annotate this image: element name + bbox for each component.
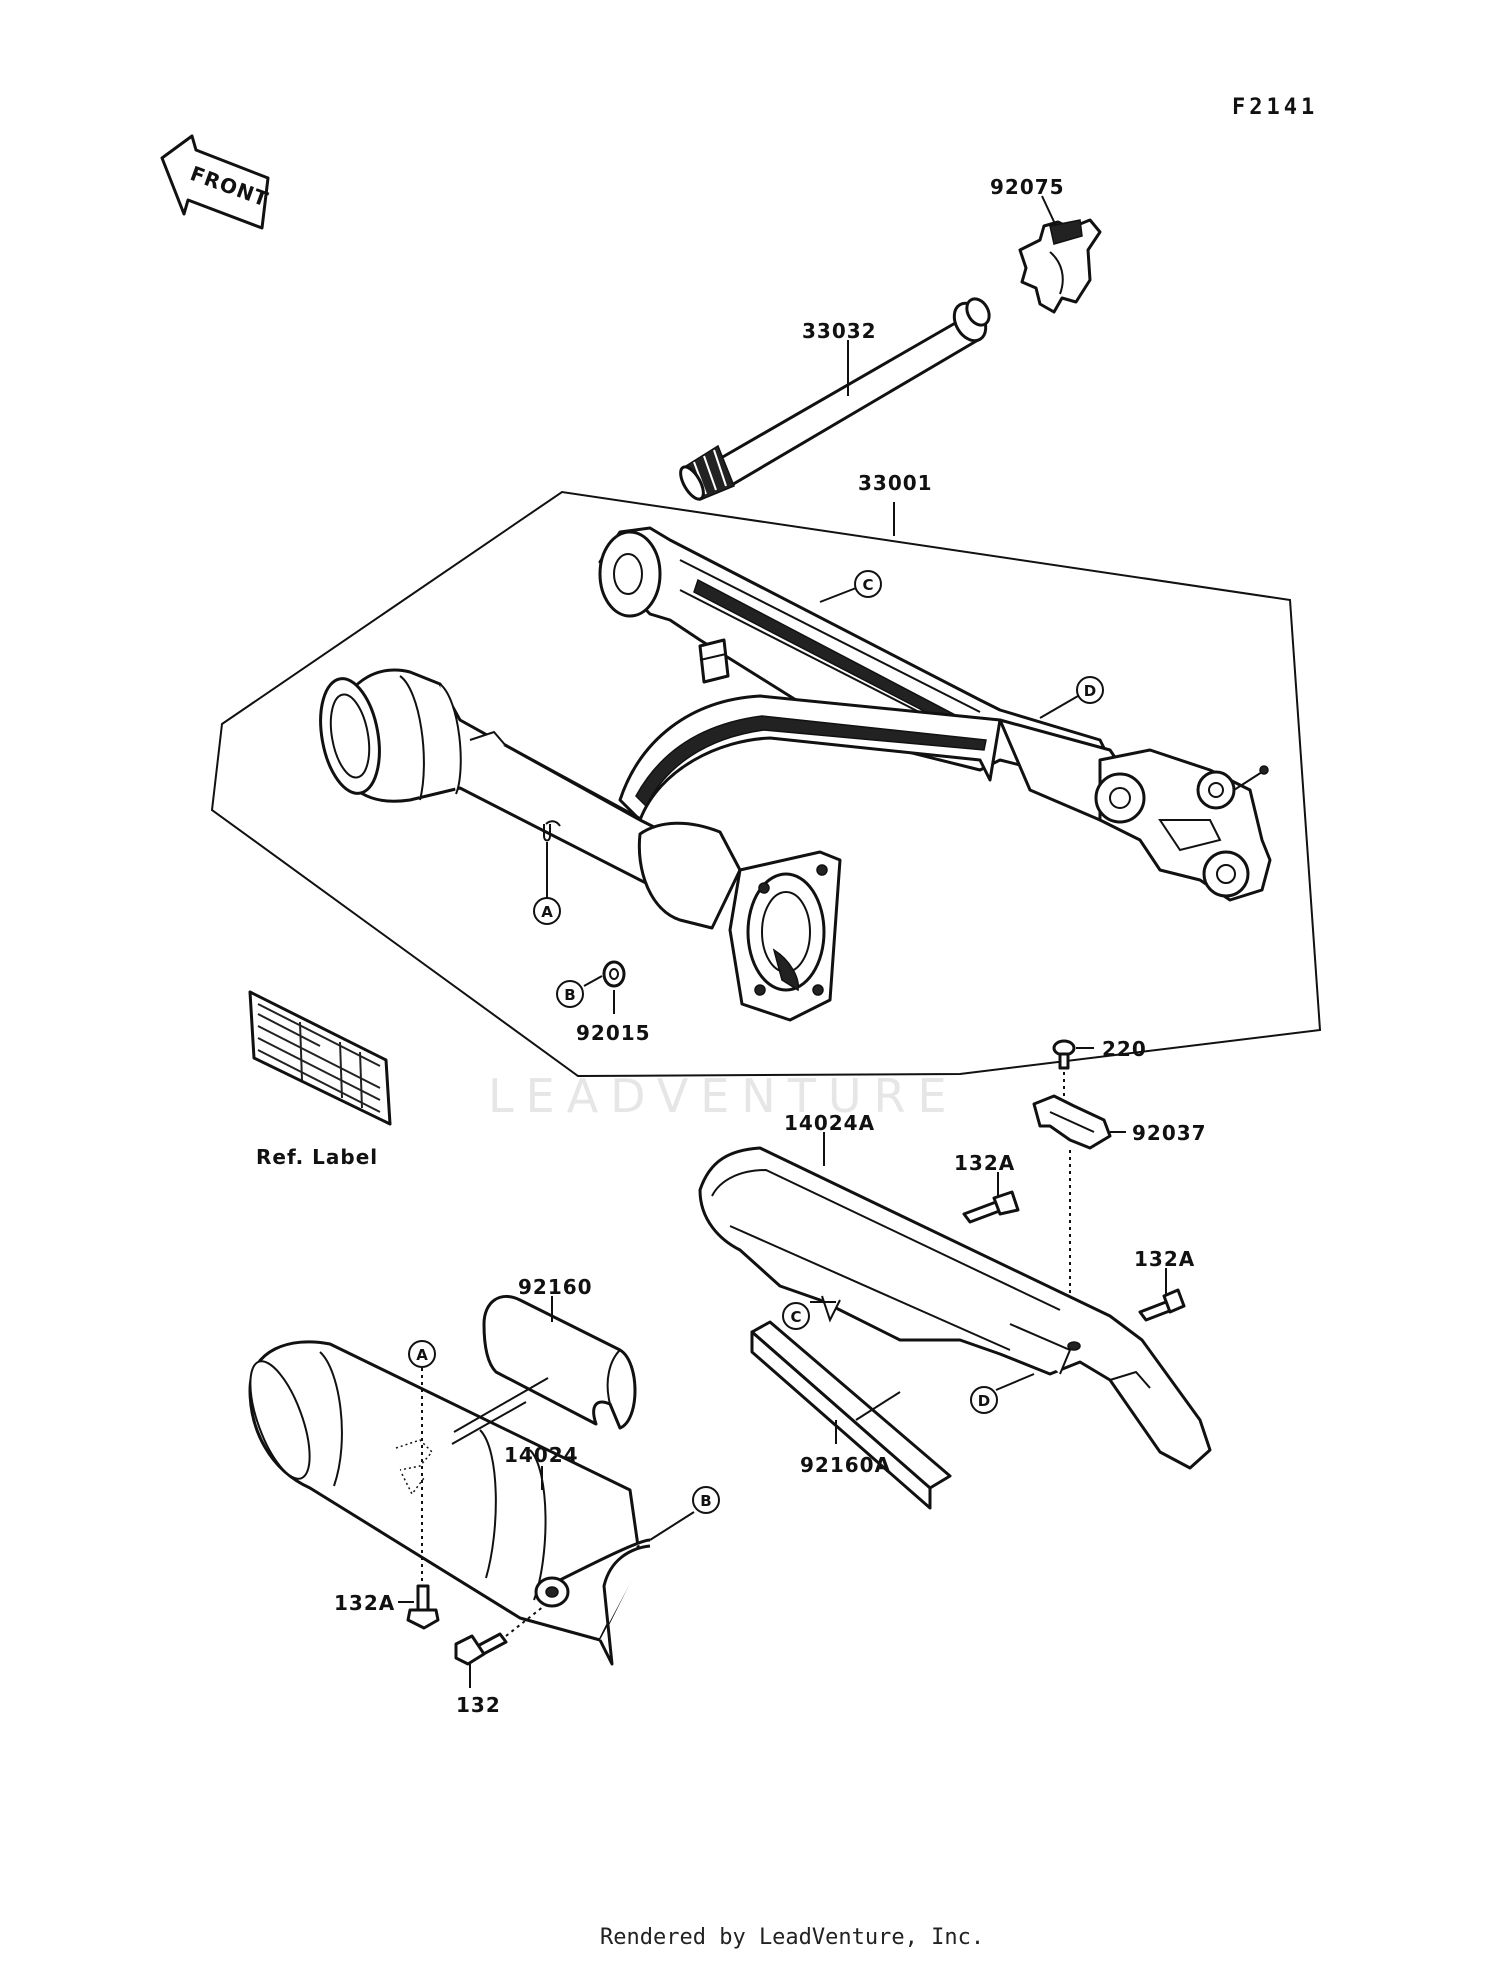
tube-cover-14024 bbox=[248, 1340, 651, 1666]
svg-text:A: A bbox=[416, 1346, 428, 1364]
svg-text:C: C bbox=[862, 576, 873, 594]
chain-guard-14024A bbox=[698, 1146, 1212, 1470]
bolt-132A-guard-right bbox=[1138, 1288, 1186, 1322]
callout-b-upper: B bbox=[556, 975, 603, 1008]
part-label-92160A: 92160A bbox=[800, 1453, 891, 1477]
pivot-shaft-33032 bbox=[679, 297, 991, 501]
part-label-33001: 33001 bbox=[858, 471, 933, 495]
ref-label-caption: Ref. Label bbox=[256, 1145, 378, 1169]
part-label-220: 220 bbox=[1102, 1037, 1147, 1061]
leader-92160A-a bbox=[855, 1391, 901, 1421]
callout-a-lower: A bbox=[408, 1340, 436, 1584]
callout-d-lower: D bbox=[970, 1373, 1035, 1414]
part-label-92160: 92160 bbox=[518, 1275, 593, 1299]
svg-text:B: B bbox=[564, 986, 575, 1004]
callout-c-upper: C bbox=[819, 570, 882, 603]
front-arrow-icon: FRONT bbox=[160, 134, 272, 230]
bolt-132A-guard-left bbox=[962, 1190, 1020, 1224]
callout-b-lower: B bbox=[649, 1486, 720, 1541]
bolt-132A-bottom bbox=[406, 1584, 440, 1630]
sprocket-92075 bbox=[1018, 218, 1102, 314]
callout-c-lower: C bbox=[782, 1301, 836, 1330]
bolt-132-bottom bbox=[454, 1632, 508, 1666]
part-label-33032: 33032 bbox=[802, 319, 877, 343]
svg-text:D: D bbox=[1084, 682, 1096, 700]
sleeve-92160 bbox=[482, 1294, 637, 1430]
svg-text:C: C bbox=[790, 1308, 801, 1326]
leader-14024-a bbox=[451, 1401, 527, 1445]
part-label-92037: 92037 bbox=[1132, 1121, 1207, 1145]
leader-92075 bbox=[1041, 195, 1057, 227]
svg-text:B: B bbox=[700, 1492, 711, 1510]
svg-text:D: D bbox=[978, 1392, 990, 1410]
part-label-132A-bottom: 132A bbox=[334, 1591, 395, 1615]
pad-92160A bbox=[750, 1320, 952, 1510]
part-label-132-bottom: 132 bbox=[456, 1693, 501, 1717]
footer-credit: Rendered by LeadVenture, Inc. bbox=[600, 1925, 984, 1950]
svg-text:A: A bbox=[541, 903, 553, 921]
group-outline-33001 bbox=[210, 490, 1322, 1078]
part-label-14024A: 14024A bbox=[784, 1111, 875, 1135]
spacer-92015 bbox=[602, 960, 626, 988]
ref-label-icon bbox=[248, 990, 392, 1126]
screw-220 bbox=[1052, 1039, 1076, 1070]
callout-d-upper: D bbox=[1039, 676, 1104, 719]
part-label-14024: 14024 bbox=[504, 1443, 579, 1467]
diagram-code: F2141 bbox=[1232, 95, 1318, 120]
clamp-92037 bbox=[1032, 1094, 1112, 1150]
leader-92160-sleeve bbox=[453, 1377, 549, 1433]
callout-a-upper: A bbox=[533, 824, 561, 925]
part-label-132A-guard-left: 132A bbox=[954, 1151, 1015, 1175]
part-label-92075: 92075 bbox=[990, 175, 1065, 199]
part-label-92015: 92015 bbox=[576, 1021, 651, 1045]
swingarm-33001 bbox=[319, 526, 1272, 1022]
part-label-132A-guard-right: 132A bbox=[1134, 1247, 1195, 1271]
watermark: LEADVENTURE bbox=[488, 1069, 959, 1123]
